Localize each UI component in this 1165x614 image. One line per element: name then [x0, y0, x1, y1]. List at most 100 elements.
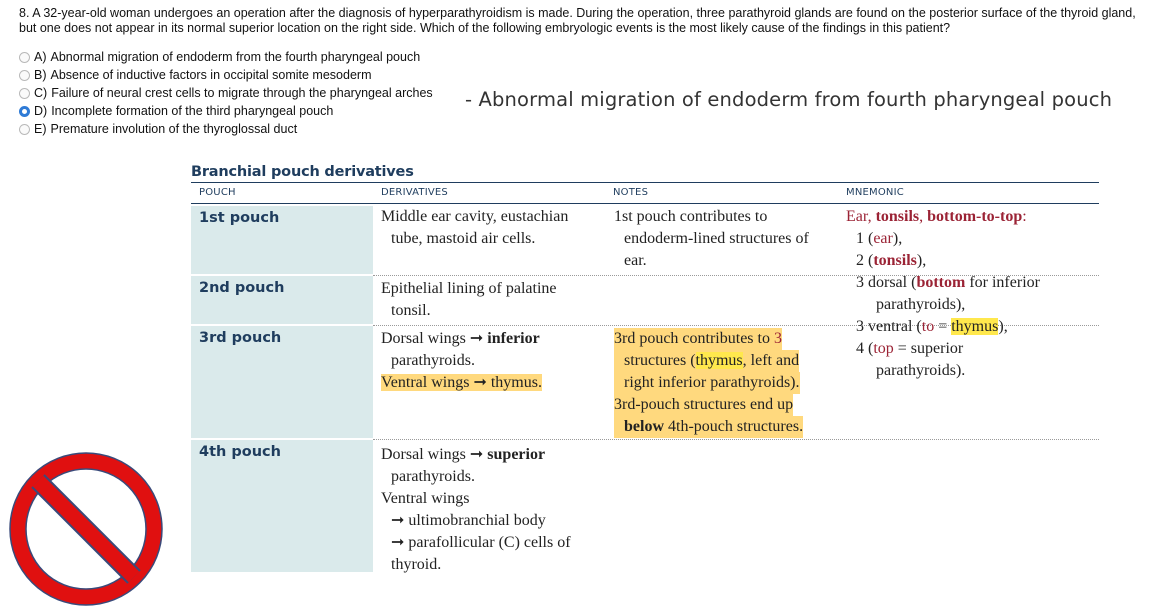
pouch-cell-2: 2nd pouch	[191, 276, 373, 324]
question-text: A 32-year-old woman undergoes an operati…	[19, 6, 1136, 35]
mnemonic-line: 3 ventral (to = thymus),	[846, 316, 1040, 338]
arrow-right-icon: ➞	[469, 330, 484, 347]
highlighted-text: below 4th-pouch structures.	[614, 416, 804, 438]
cell-text: ultimobranchial body	[408, 512, 546, 529]
bold-term: below	[624, 418, 664, 435]
cell-text: 3rd pouch contributes to	[614, 330, 774, 347]
cell-text: Ventral wings	[381, 374, 474, 391]
option-letter: D)	[34, 104, 48, 118]
notes-cell-3: 3rd pouch contributes to 3 structures (t…	[614, 328, 804, 438]
cell-line: ➞ ultimobranchial body	[381, 510, 571, 532]
row-divider	[373, 439, 1099, 440]
mnemonic-sep: ,	[867, 208, 876, 225]
cell-text: thymus	[695, 352, 743, 369]
mnemonic-term: ear	[873, 230, 893, 247]
prohibition-sign-icon	[9, 452, 163, 606]
cell-text: for inferior	[965, 274, 1040, 291]
cell-line: tonsil.	[391, 302, 431, 319]
arrow-right-icon: ➞	[391, 534, 405, 551]
cell-text: , left and	[742, 352, 800, 369]
cell-line: ➞ parafollicular (C) cells of	[381, 532, 571, 554]
bold-term: inferior	[487, 330, 540, 347]
highlighted-text: structures (thymus, left and	[614, 350, 800, 372]
header-notes: NOTES	[613, 187, 649, 198]
cell-text: 3 ventral (	[856, 318, 922, 335]
question-number: 8.	[19, 6, 30, 20]
notes-cell-1: 1st pouch contributes to endoderm-lined …	[614, 206, 809, 272]
radio-button-e[interactable]	[19, 123, 30, 135]
bold-term: superior	[487, 446, 546, 463]
mnemonic-term: bottom	[916, 274, 966, 291]
mnemonic-line: parathyroids),	[876, 296, 966, 313]
table-header: POUCH DERIVATIVES NOTES MNEMONIC	[191, 182, 1099, 204]
highlighted-text: 3rd pouch contributes to 3	[614, 328, 782, 350]
header-pouch: POUCH	[199, 187, 236, 198]
mnemonic-term: tonsils	[875, 208, 920, 225]
option-text: Incomplete formation of the third pharyn…	[51, 104, 334, 118]
mnemonic-heading: Ear, tonsils, bottom-to-top:	[846, 206, 1040, 228]
table-title: Branchial pouch derivatives	[191, 164, 414, 180]
mnemonic-line: parathyroids).	[876, 362, 966, 379]
cell-text: =	[934, 318, 952, 335]
mnemonic-term: Ear	[846, 208, 868, 225]
option-d[interactable]: D) Incomplete formation of the third pha…	[19, 102, 433, 120]
cell-text: 3	[773, 330, 782, 347]
cell-text: parafollicular (C) cells of	[408, 534, 571, 551]
radio-button-d-selected[interactable]	[19, 105, 30, 117]
highlighted-text: right inferior parathyroids).	[614, 372, 800, 394]
option-e[interactable]: E) Premature involution of the thyroglos…	[19, 120, 433, 138]
option-text: Premature involution of the thyroglossal…	[50, 122, 298, 136]
row-divider	[373, 275, 1099, 276]
derivatives-cell-2: Epithelial lining of palatine tonsil.	[381, 278, 557, 322]
mnemonic-sep: :	[1022, 208, 1027, 225]
mnemonic-sep: ,	[919, 208, 928, 225]
cell-text: thymus.	[490, 374, 542, 391]
pouch-label: 4th pouch	[199, 444, 281, 460]
option-text: Failure of neural crest cells to migrate…	[51, 86, 433, 100]
cell-line: Epithelial lining of palatine	[381, 280, 557, 297]
mnemonic-term: bottom-to-top	[927, 208, 1023, 225]
cell-line: Middle ear cavity, eustachian	[381, 208, 569, 225]
cell-line: endoderm-lined structures of	[624, 230, 809, 247]
option-letter: A)	[34, 50, 47, 64]
option-letter: E)	[34, 122, 47, 136]
pouch-cell-3: 3rd pouch	[191, 326, 373, 438]
option-text: Abnormal migration of endoderm from the …	[50, 50, 421, 64]
mnemonic-term: tonsils	[873, 252, 917, 269]
option-a[interactable]: A) Abnormal migration of endoderm from t…	[19, 48, 433, 66]
cell-line: Ventral wings	[381, 490, 470, 507]
pouch-label: 1st pouch	[199, 210, 280, 226]
cell-text: 4 (	[856, 340, 874, 357]
mnemonic-line: 2 (tonsils),	[846, 250, 1040, 272]
arrow-right-icon: ➞	[469, 446, 484, 463]
cell-line: thyroid.	[391, 556, 442, 573]
cell-line: tube, mastoid air cells.	[391, 230, 536, 247]
pouch-label: 2nd pouch	[199, 280, 285, 296]
highlighted-text: 3rd-pouch structures end up	[614, 394, 794, 416]
question-stem: 8. A 32-year-old woman undergoes an oper…	[19, 6, 1139, 36]
mnemonic-line: 3 dorsal (bottom for inferior	[846, 272, 1040, 294]
table-body: 1st pouch 2nd pouch 3rd pouch 4th pouch …	[191, 204, 1099, 584]
cell-text: 4th-pouch structures.	[664, 418, 804, 435]
cell-text: ),	[998, 318, 1008, 335]
radio-button-a[interactable]	[19, 51, 30, 63]
cell-text: = superior	[893, 340, 964, 357]
cell-text: Dorsal wings	[381, 330, 470, 347]
derivatives-cell-4: Dorsal wings ➞ superior parathyroids. Ve…	[381, 444, 571, 576]
cell-text: 1 (	[856, 230, 874, 247]
branchial-pouch-table: Branchial pouch derivatives POUCH DERIVA…	[191, 162, 1099, 584]
radio-button-c[interactable]	[19, 87, 30, 99]
arrow-right-icon: ➞	[473, 374, 487, 391]
answer-options: A) Abnormal migration of endoderm from t…	[19, 48, 433, 138]
mnemonic-line: 1 (ear),	[846, 228, 1040, 250]
option-b[interactable]: B) Absence of inductive factors in occip…	[19, 66, 433, 84]
pouch-cell-4: 4th pouch	[191, 440, 373, 572]
option-text: Absence of inductive factors in occipita…	[50, 68, 372, 82]
cell-line: 1st pouch contributes to	[614, 208, 768, 225]
option-c[interactable]: C) Failure of neural crest cells to migr…	[19, 84, 433, 102]
cell-text: Dorsal wings	[381, 446, 470, 463]
cell-text: 2 (	[856, 252, 874, 269]
radio-button-b[interactable]	[19, 69, 30, 81]
cell-line: ear.	[624, 252, 647, 269]
cell-line: parathyroids.	[391, 352, 475, 369]
